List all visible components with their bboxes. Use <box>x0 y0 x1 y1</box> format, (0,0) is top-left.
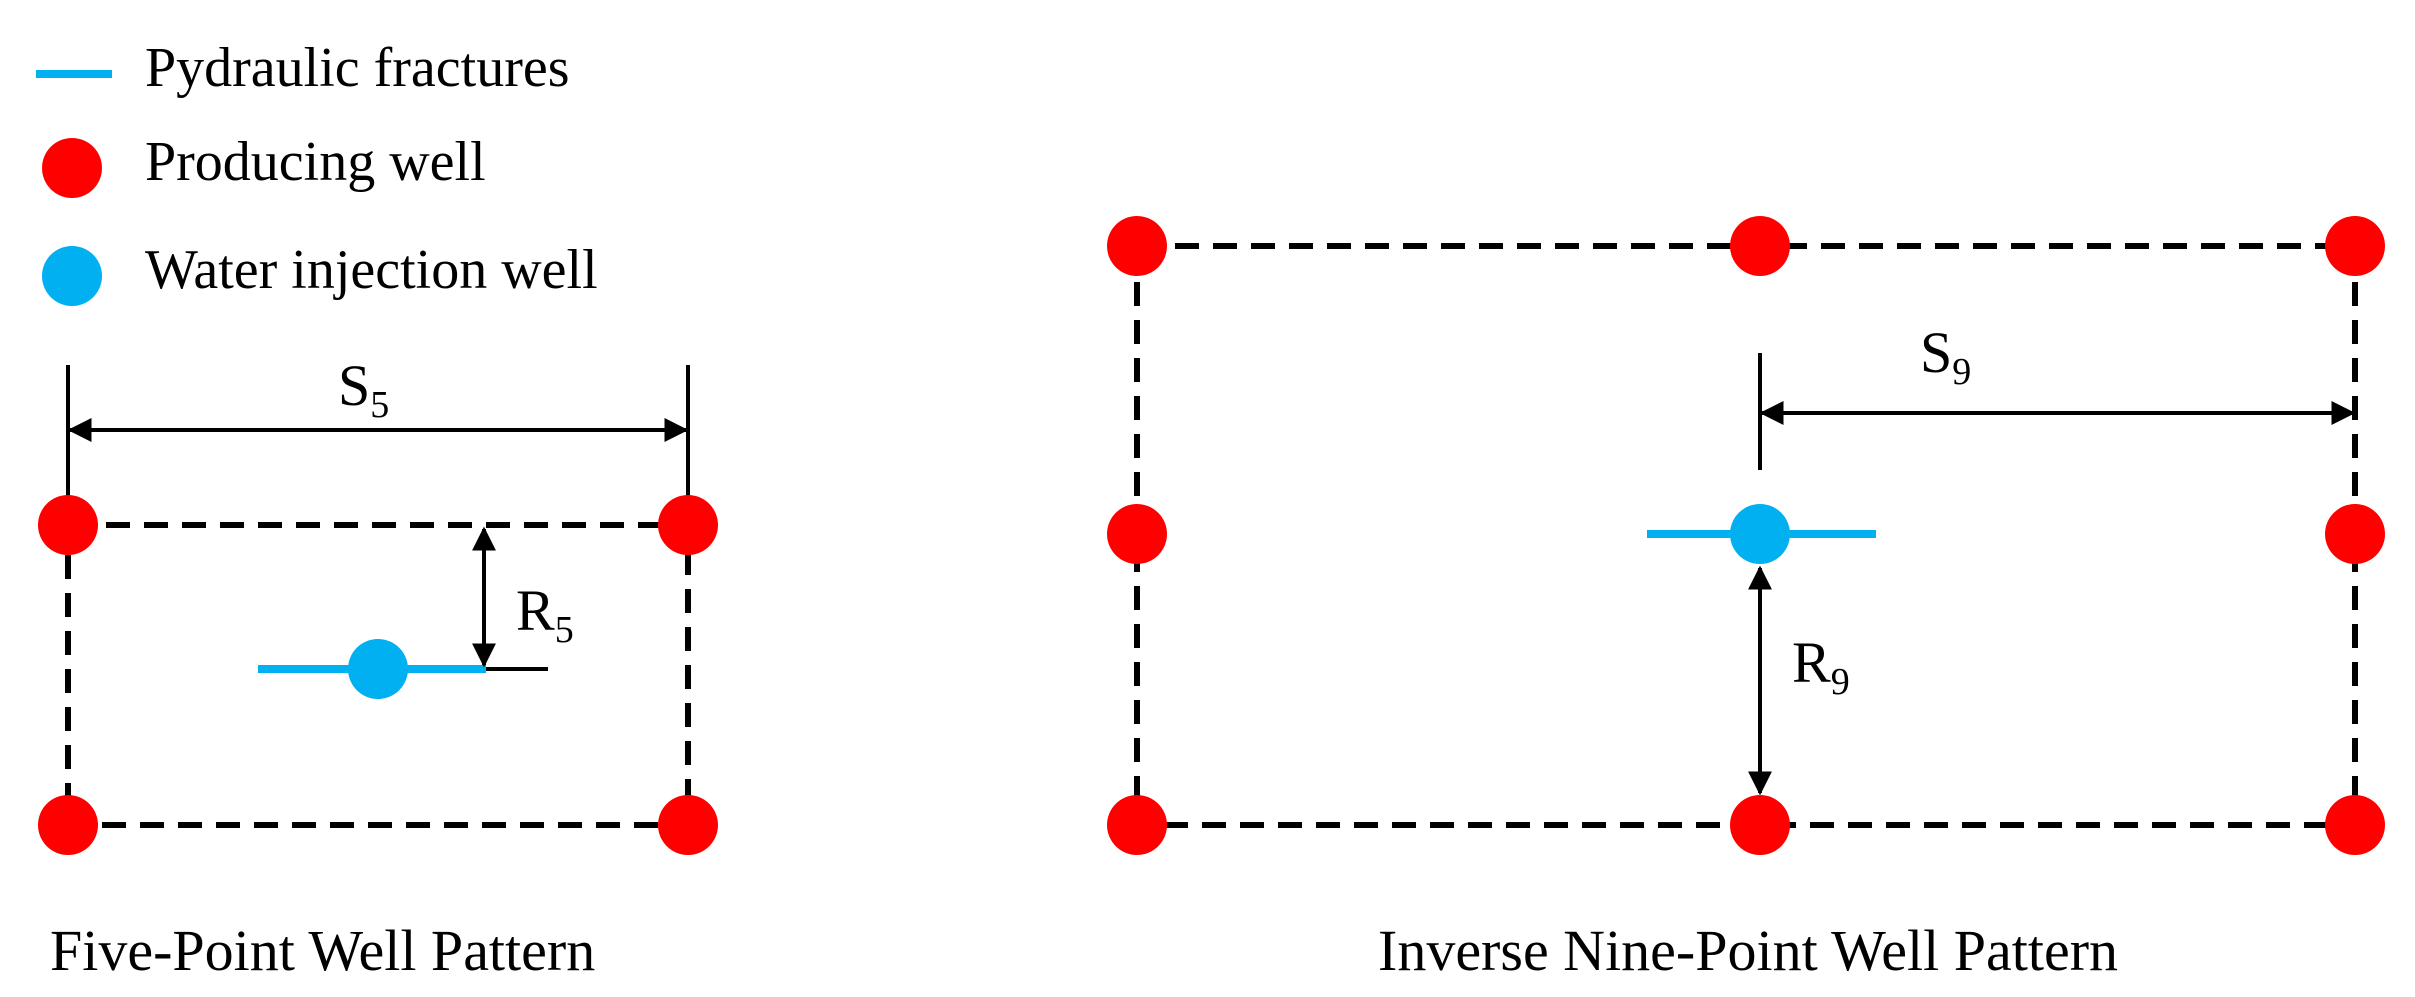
nine-point-spacing-label-main: S <box>1920 320 1952 385</box>
nine-point-producing-well <box>1107 795 1167 855</box>
legend-injection-well-icon <box>42 246 102 306</box>
five-point-pattern: S5 R5 Five-Point Well Pattern <box>38 353 718 983</box>
five-point-radius-label: R5 <box>516 578 574 651</box>
legend-producing-label: Producing well <box>145 131 486 193</box>
nine-point-radius-label-main: R <box>1792 630 1831 695</box>
nine-point-radius-label: R9 <box>1792 630 1850 703</box>
nine-point-producing-well <box>1730 795 1790 855</box>
five-point-producing-well <box>658 495 718 555</box>
nine-point-radius-label-sub: 9 <box>1831 661 1850 703</box>
nine-point-producing-well <box>2325 795 2385 855</box>
five-point-radius-label-main: R <box>516 578 555 643</box>
nine-point-pattern: S9 R9 Inverse Nine-Point Well Pattern <box>1107 216 2385 983</box>
nine-point-spacing-label-sub: 9 <box>1952 351 1971 393</box>
five-point-radius-label-sub: 5 <box>555 609 574 651</box>
legend-fracture-label: Pydraulic fractures <box>145 37 569 99</box>
legend-injection-label: Water injection well <box>145 239 598 301</box>
nine-point-producing-well <box>1107 216 1167 276</box>
five-point-title: Five-Point Well Pattern <box>50 918 595 983</box>
five-point-boundary <box>65 522 691 828</box>
nine-point-producing-well <box>1730 216 1790 276</box>
five-point-injection-well <box>348 639 408 699</box>
legend: Pydraulic fractures Producing well Water… <box>36 37 598 306</box>
legend-producing-well-icon <box>42 138 102 198</box>
five-point-spacing-label: S5 <box>338 353 389 426</box>
nine-point-injection-well <box>1730 504 1790 564</box>
nine-point-producing-well <box>2325 216 2385 276</box>
nine-point-spacing-label: S9 <box>1920 320 1971 393</box>
five-point-producing-well <box>38 495 98 555</box>
nine-point-producing-well <box>2325 504 2385 564</box>
five-point-producing-well <box>658 795 718 855</box>
nine-point-title: Inverse Nine-Point Well Pattern <box>1378 918 2118 983</box>
five-point-spacing-label-sub: 5 <box>370 384 389 426</box>
five-point-spacing-label-main: S <box>338 353 370 418</box>
five-point-producing-well <box>38 795 98 855</box>
nine-point-producing-well <box>1107 504 1167 564</box>
